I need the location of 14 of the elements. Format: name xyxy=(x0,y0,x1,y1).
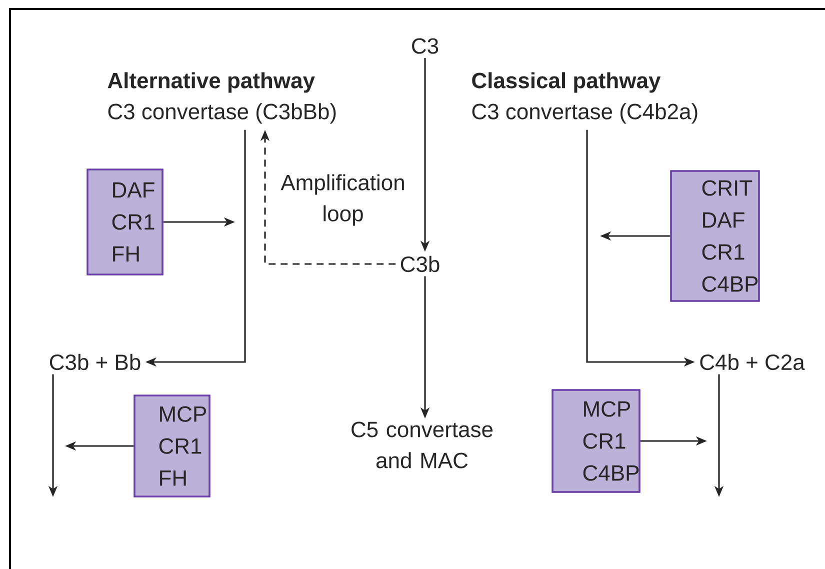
component-label: C3b + Bb xyxy=(50,354,140,370)
inhibitor-box: MCP CR1 FH xyxy=(134,394,210,498)
edge-label: Amplification loop xyxy=(280,174,404,226)
inhibitor-box: DAF CR1 FH xyxy=(86,168,164,276)
pathway-heading: Classical pathway xyxy=(472,72,661,93)
convertase-label: C3 convertase (C4b2a) xyxy=(472,103,698,124)
component-label: C3 xyxy=(412,38,438,54)
component-label: C4b + C2a xyxy=(700,354,805,370)
component-label: C3b xyxy=(400,256,440,272)
inhibitor-box: MCP CR1 C4BP xyxy=(552,389,640,493)
inhibitor-box: CRIT DAF CR1 C4BP xyxy=(670,170,760,302)
component-label: C5 convertase and MAC xyxy=(352,422,493,468)
pathway-heading: Alternative pathway xyxy=(108,72,315,93)
convertase-label: C3 convertase (C3bBb) xyxy=(108,103,336,124)
